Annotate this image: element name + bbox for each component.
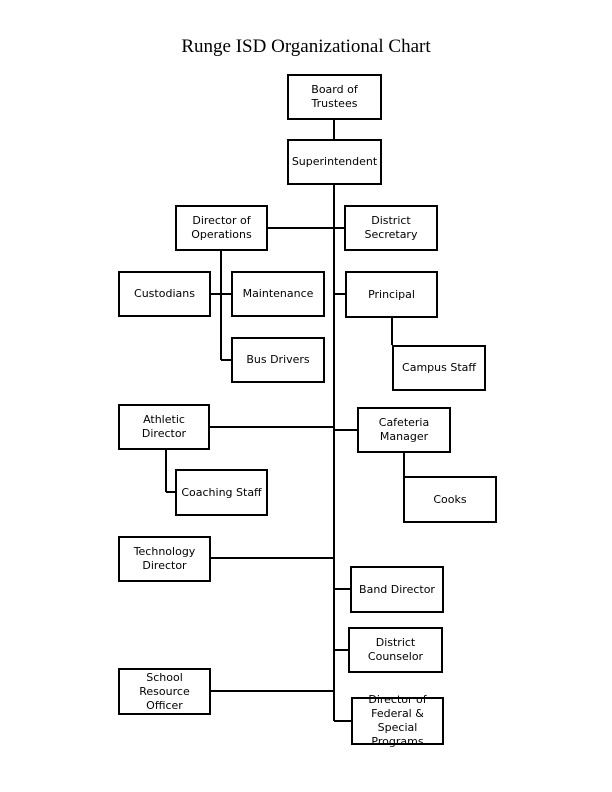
director-federal-special-programs-box: Director of Federal & Special Programs bbox=[351, 693, 444, 748]
athletic-director-box: Athletic Director bbox=[118, 404, 210, 450]
district-counselor-box: District Counselor bbox=[348, 627, 443, 673]
coaching-staff-box: Coaching Staff bbox=[175, 469, 268, 516]
technology-director-box: Technology Director bbox=[118, 536, 211, 582]
band-director-box: Band Director bbox=[350, 566, 444, 613]
campus-staff-box: Campus Staff bbox=[392, 345, 486, 391]
chart-title: Runge ISD Organizational Chart bbox=[181, 36, 431, 57]
cafeteria-manager-box: Cafeteria Manager bbox=[357, 407, 451, 453]
director-of-operations-box: Director of Operations bbox=[175, 205, 268, 251]
board-of-trustees-box: Board of Trustees bbox=[287, 74, 382, 120]
principal-box: Principal bbox=[345, 271, 438, 318]
superintendent-box: Superintendent bbox=[287, 139, 382, 185]
bus-drivers-box: Bus Drivers bbox=[231, 337, 325, 383]
custodians-box: Custodians bbox=[118, 271, 211, 317]
district-secretary-box: District Secretary bbox=[344, 205, 438, 251]
school-resource-officer-box: School Resource Officer bbox=[118, 668, 211, 715]
maintenance-box: Maintenance bbox=[231, 271, 325, 317]
cooks-box: Cooks bbox=[403, 476, 497, 523]
